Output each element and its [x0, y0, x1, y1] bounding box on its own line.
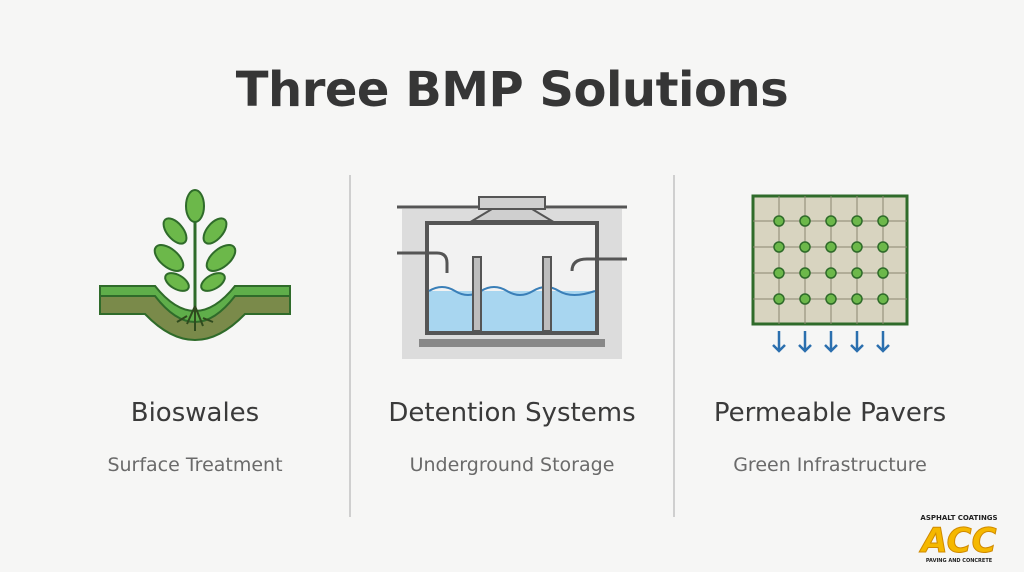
solution-name: Detention Systems	[388, 398, 636, 428]
solution-subtitle: Green Infrastructure	[733, 454, 927, 476]
slide-title: Three BMP Solutions	[235, 62, 789, 118]
svg-text:ACC: ACC	[918, 521, 996, 561]
solution-card-pavers: Permeable Pavers Green Infrastructure	[670, 176, 990, 476]
solution-name: Permeable Pavers	[713, 398, 947, 428]
divider-right	[673, 175, 675, 517]
solution-subtitle: Underground Storage	[409, 454, 615, 476]
solution-name: Bioswales	[130, 398, 260, 428]
divider-left	[349, 175, 351, 517]
plant-swale-icon	[99, 189, 291, 341]
solution-card-detention: Detention Systems Underground Storage	[352, 176, 672, 476]
solution-card-bioswales: Bioswales Surface Treatment	[35, 176, 355, 476]
company-logo: ASPHALT COATINGS ACC PAVING AND CONCRETE	[900, 512, 1018, 564]
svg-text:ASPHALT COATINGS: ASPHALT COATINGS	[920, 514, 997, 522]
detention-tank-icon	[397, 196, 627, 359]
permeable-pavers-icon	[751, 194, 909, 353]
solution-subtitle: Surface Treatment	[107, 454, 283, 476]
svg-text:PAVING AND CONCRETE: PAVING AND CONCRETE	[926, 558, 993, 564]
